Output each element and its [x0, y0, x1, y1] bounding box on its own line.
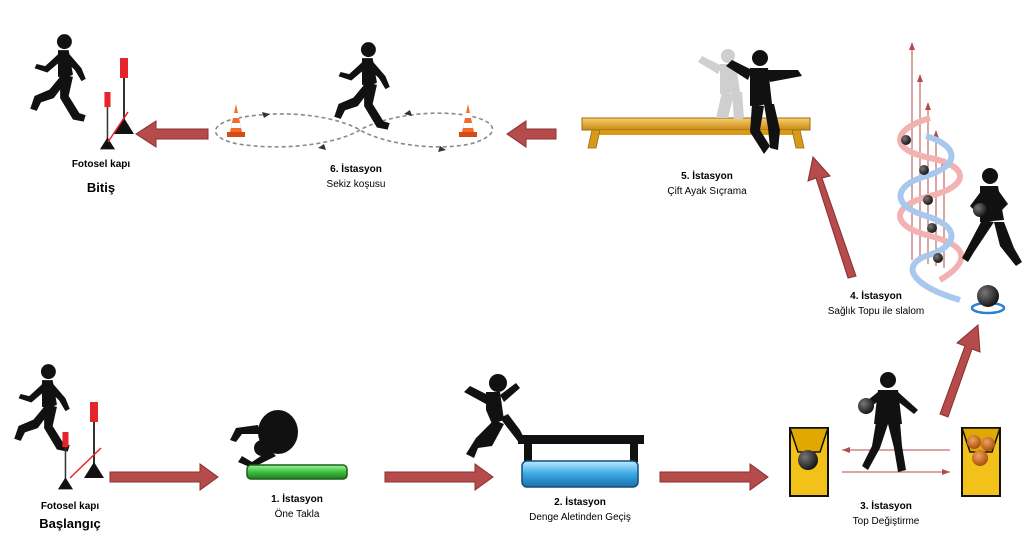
- slalom-path-blue: [897, 133, 961, 303]
- station6-figure-eight: [214, 42, 494, 152]
- balance-beam-base: [521, 460, 639, 488]
- station5-desc: Çift Ayak Sıçrama: [667, 186, 747, 197]
- station6-desc: Sekiz koşusu: [326, 179, 386, 190]
- station1-desc: Öne Takla: [274, 509, 320, 520]
- medicine-ball: [977, 285, 999, 307]
- basketball: [972, 450, 988, 466]
- runner-silhouette: [30, 34, 86, 122]
- jumper-ghost-silhouette: [698, 49, 744, 120]
- station4-slalom: [897, 42, 1022, 315]
- photocell-gate-icon: [84, 402, 104, 478]
- runner-silhouette: [14, 364, 70, 452]
- arrow-station3-to-station4: [939, 323, 981, 418]
- arrow-station6-to-finish: [135, 120, 209, 148]
- station1-forward-roll: [230, 410, 348, 480]
- photocell-gate-icon: [114, 58, 134, 134]
- station3-title: 3. İstasyon: [860, 501, 912, 512]
- station2-balance-beam: [464, 374, 644, 488]
- rolling-person-silhouette: [230, 410, 298, 468]
- basketball: [981, 437, 995, 451]
- jumping-person-silhouette: [464, 374, 526, 458]
- ball-box-right: [960, 427, 1002, 497]
- photocell-gate-icon: [99, 92, 116, 150]
- finish-gate-label: Fotosel kapı: [71, 159, 131, 170]
- arrow-station4-to-station5: [807, 155, 857, 279]
- station3-desc: Top Değiştirme: [852, 516, 920, 527]
- medicine-balls: [901, 135, 943, 263]
- figure-eight-path: [214, 112, 494, 148]
- basketball: [967, 435, 981, 449]
- ball-player-silhouette: [862, 372, 918, 472]
- traffic-cone-icon: [459, 104, 477, 137]
- station4-title: 4. İstasyon: [850, 291, 902, 302]
- station5-bench-jump: [581, 49, 811, 154]
- arrow-start-to-station1: [109, 463, 219, 491]
- arrow-station5-to-station6: [506, 120, 557, 148]
- photocell-beam: [69, 447, 102, 479]
- station2-title: 2. İstasyon: [554, 497, 606, 508]
- start-gate-label: Fotosel kapı: [40, 501, 100, 512]
- gym-mat: [246, 464, 348, 480]
- station2-desc: Denge Aletinden Geçiş: [529, 512, 631, 523]
- medicine-ball: [858, 398, 874, 414]
- station3-ball-switch: [788, 372, 1002, 497]
- finish-title: Bitiş: [86, 180, 116, 195]
- station1-title: 1. İstasyon: [271, 494, 323, 505]
- station4-desc: Sağlık Topu ile slalom: [827, 306, 925, 317]
- finish-area: [30, 34, 134, 150]
- balance-bar: [518, 435, 644, 444]
- start-title: Başlangıç: [39, 516, 101, 531]
- start-area: [14, 364, 104, 490]
- ball-carrier-silhouette: [962, 168, 1022, 266]
- runner-silhouette: [334, 42, 390, 130]
- station6-title: 6. İstasyon: [330, 164, 382, 175]
- medicine-ball: [798, 450, 818, 470]
- jumper-silhouette: [726, 50, 802, 154]
- station5-title: 5. İstasyon: [681, 171, 733, 182]
- arrow-station2-to-station3: [659, 463, 769, 491]
- photocell-beam: [107, 111, 129, 143]
- ball-box-left: [788, 427, 830, 497]
- flow-arrows: [109, 120, 981, 491]
- arrow-station1-to-station2: [384, 463, 494, 491]
